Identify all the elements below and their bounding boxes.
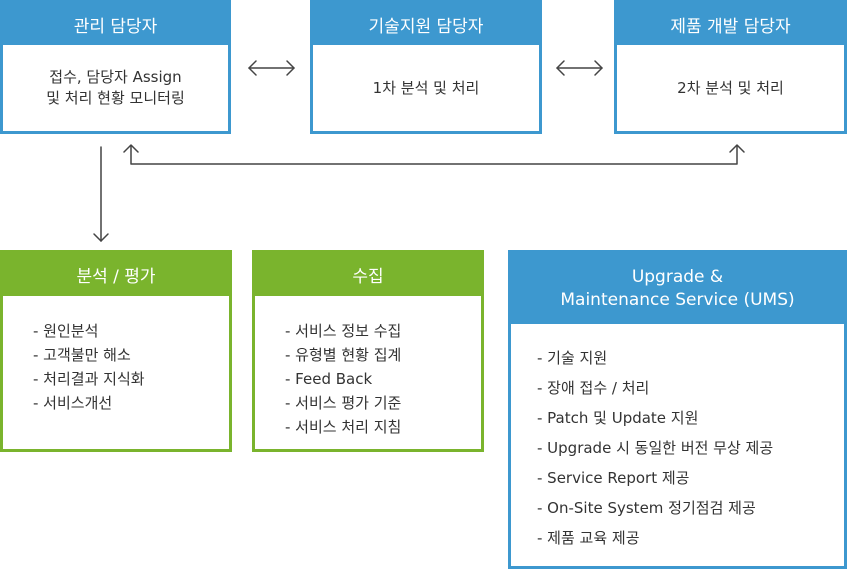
tech-box: 기술지원 담당자 1차 분석 및 처리 xyxy=(310,0,542,134)
list-item: - 고객불만 해소 xyxy=(33,346,131,364)
list-item: - Service Report 제공 xyxy=(537,469,690,487)
list-item: - 서비스 평가 기준 xyxy=(285,394,402,412)
collect-box: 수집 - 서비스 정보 수집 - 유형별 현황 집계 - Feed Back -… xyxy=(252,250,484,452)
list-item: - 장애 접수 / 처리 xyxy=(537,379,650,397)
analysis-title: 분석 / 평가 xyxy=(3,253,229,296)
list-item: - 제품 교육 제공 xyxy=(537,529,640,547)
collect-title: 수집 xyxy=(255,253,481,296)
double-arrow-icon xyxy=(248,60,295,76)
ums-box: Upgrade & Maintenance Service (UMS) - 기술… xyxy=(508,250,847,569)
list-item: - On-Site System 정기점검 제공 xyxy=(537,499,756,517)
manager-line-1: 접수, 담당자 Assign xyxy=(49,68,182,86)
analysis-list: - 원인분석 - 고객불만 해소 - 처리결과 지식화 - 서비스개선 xyxy=(3,296,229,415)
list-item: - 유형별 현황 집계 xyxy=(285,346,402,364)
tech-line-1: 1차 분석 및 처리 xyxy=(372,78,480,97)
collect-list: - 서비스 정보 수집 - 유형별 현황 집계 - Feed Back - 서비… xyxy=(255,296,481,439)
list-item: - Upgrade 시 동일한 버전 무상 제공 xyxy=(537,439,774,457)
tech-body: 1차 분석 및 처리 xyxy=(313,45,539,131)
ums-title-line-2: Maintenance Service (UMS) xyxy=(560,289,795,310)
list-item: - 기술 지원 xyxy=(537,349,608,367)
return-arrow-icon xyxy=(123,144,745,165)
manager-body: 접수, 담당자 Assign 및 처리 현황 모니터링 xyxy=(3,45,228,131)
list-item: - 서비스개선 xyxy=(33,394,113,412)
manager-title: 관리 담당자 xyxy=(3,3,228,45)
down-arrow-icon xyxy=(93,146,109,242)
manager-line-2: 및 처리 현황 모니터링 xyxy=(46,89,185,107)
list-item: - 서비스 처리 지침 xyxy=(285,418,402,436)
list-item: - Feed Back xyxy=(285,370,373,388)
analysis-box: 분석 / 평가 - 원인분석 - 고객불만 해소 - 처리결과 지식화 - 서비… xyxy=(0,250,232,452)
ums-list: - 기술 지원 - 장애 접수 / 처리 - Patch 및 Update 지원… xyxy=(511,324,844,553)
list-item: - 서비스 정보 수집 xyxy=(285,322,402,340)
list-item: - 처리결과 지식화 xyxy=(33,370,145,388)
double-arrow-icon xyxy=(556,60,603,76)
dev-box: 제품 개발 담당자 2차 분석 및 처리 xyxy=(614,0,847,134)
manager-box: 관리 담당자 접수, 담당자 Assign 및 처리 현황 모니터링 xyxy=(0,0,231,134)
dev-line-1: 2차 분석 및 처리 xyxy=(677,78,784,97)
list-item: - 원인분석 xyxy=(33,322,99,340)
dev-title: 제품 개발 담당자 xyxy=(617,3,844,45)
ums-title-line-1: Upgrade & xyxy=(631,266,724,287)
ums-title: Upgrade & Maintenance Service (UMS) xyxy=(511,253,844,324)
list-item: - Patch 및 Update 지원 xyxy=(537,409,699,427)
tech-title: 기술지원 담당자 xyxy=(313,3,539,45)
dev-body: 2차 분석 및 처리 xyxy=(617,45,844,131)
